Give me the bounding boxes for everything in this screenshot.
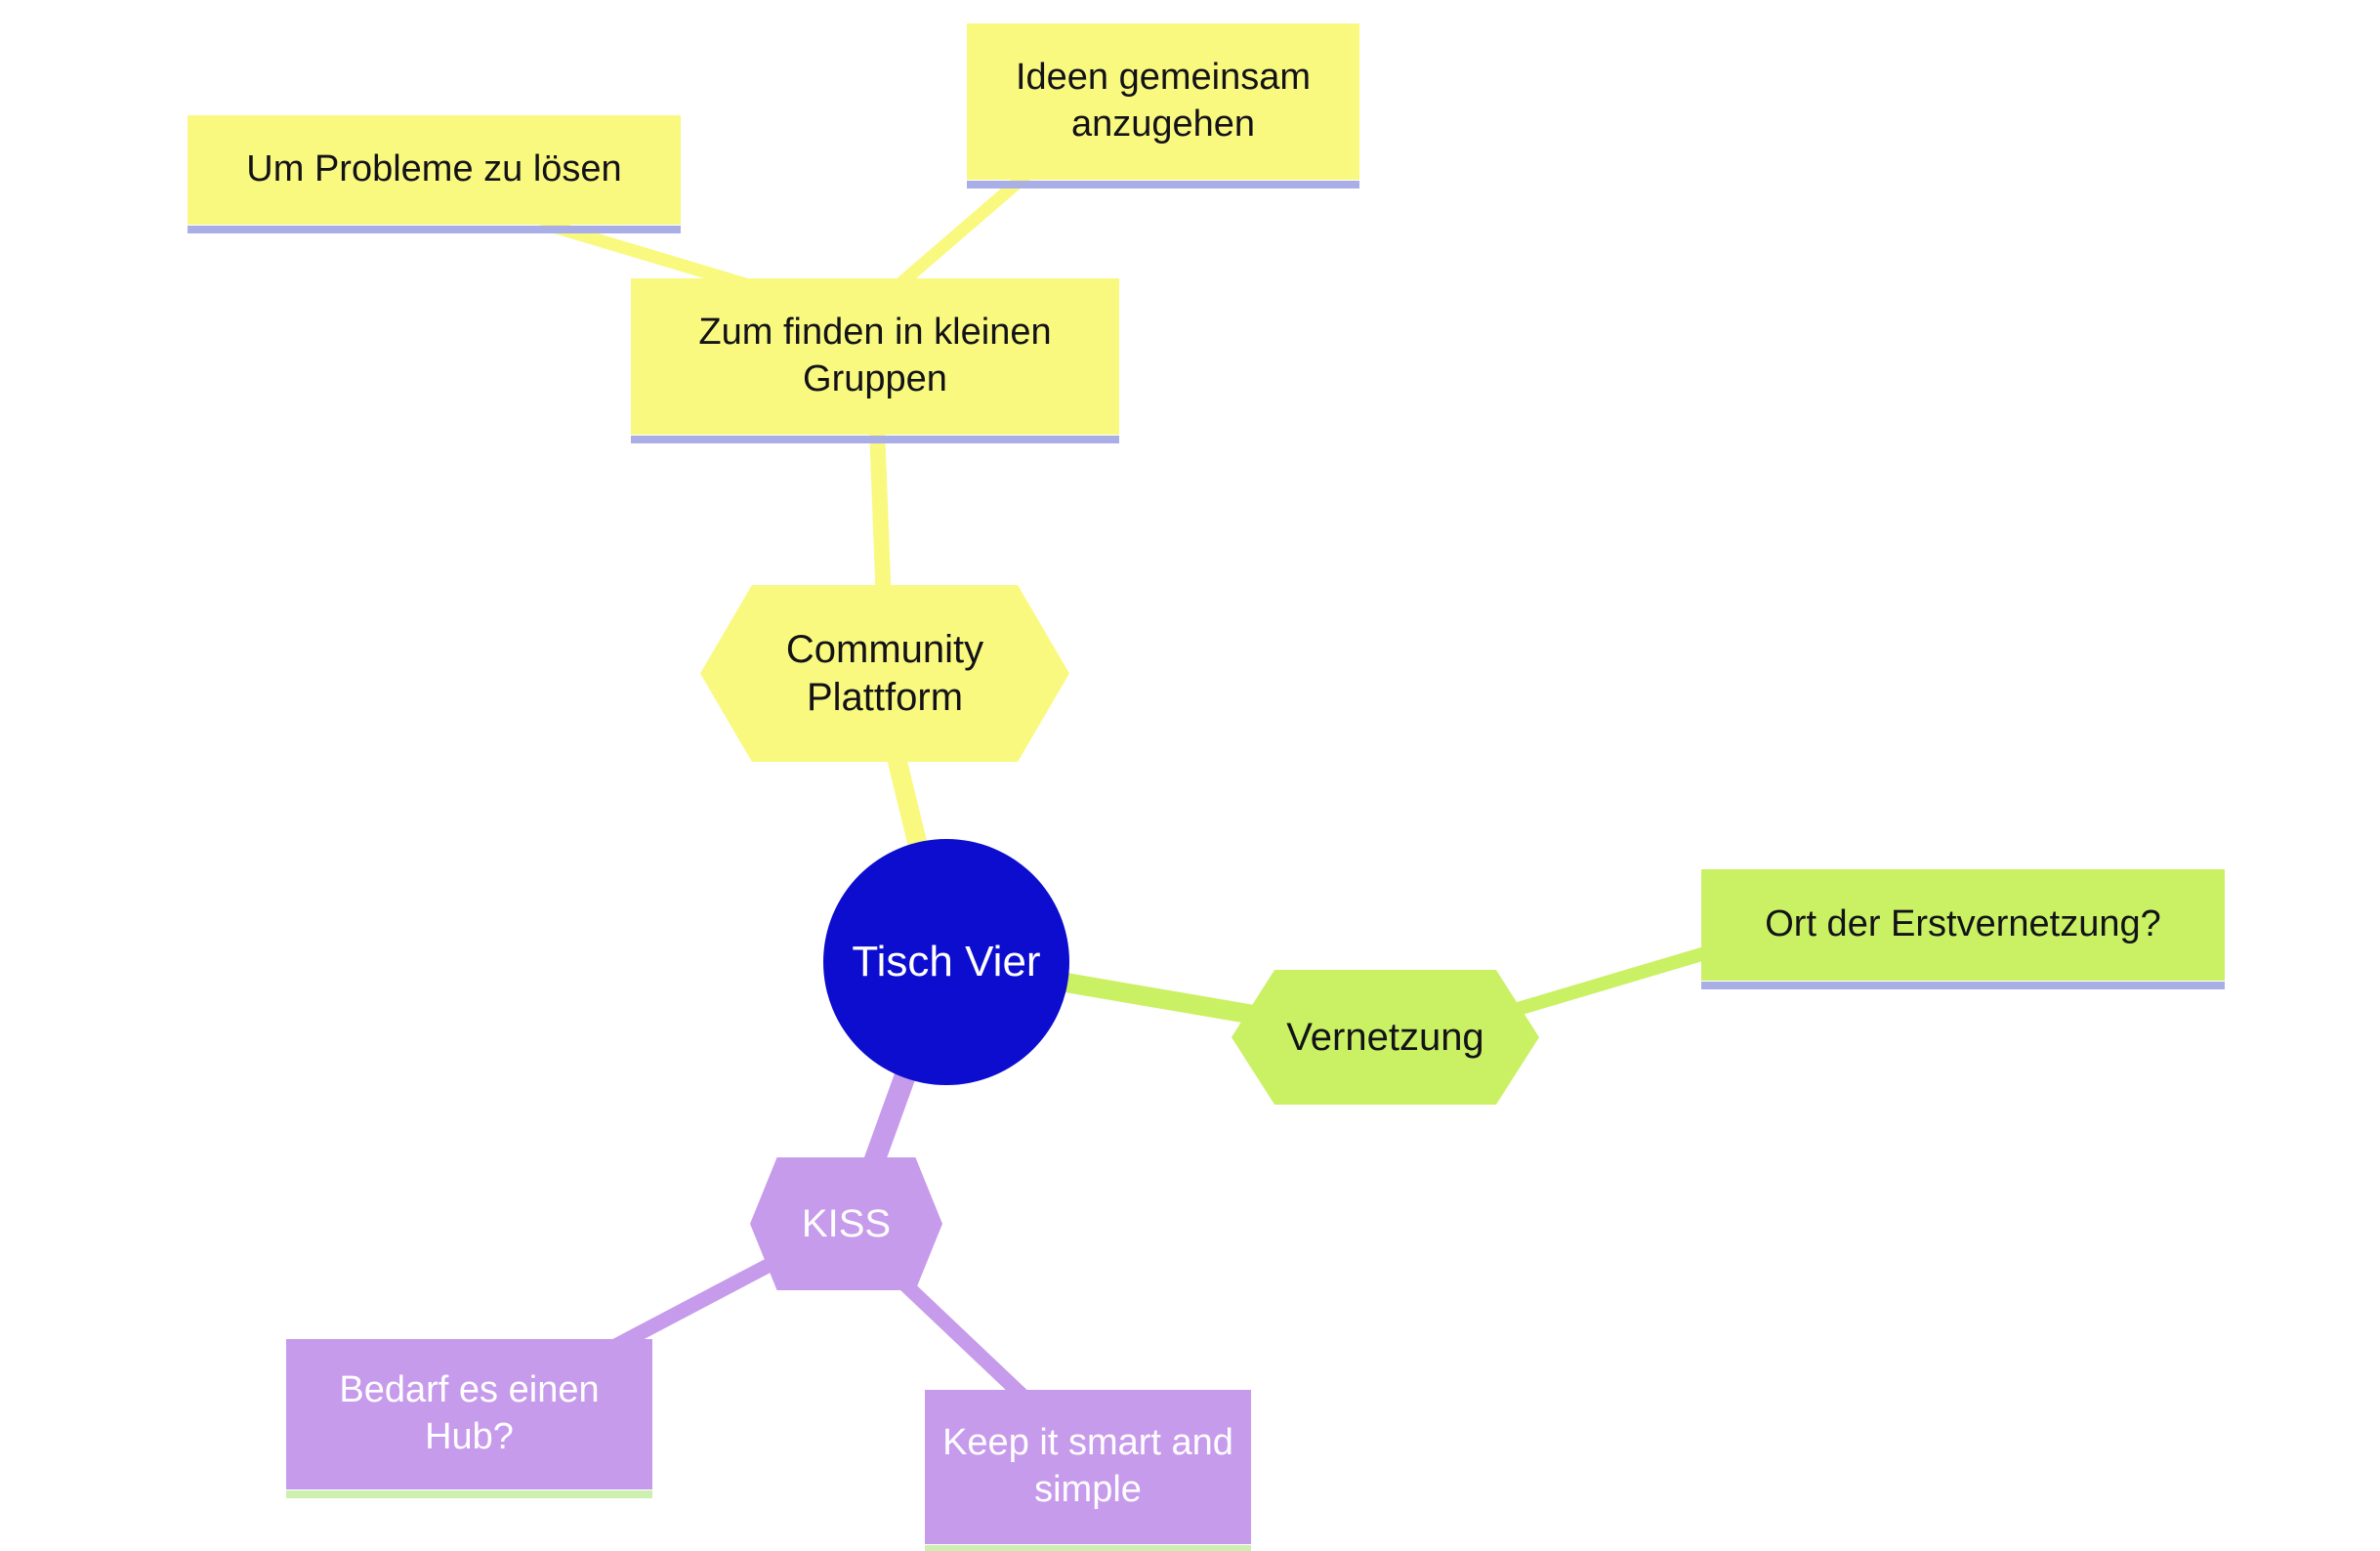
node-root-label: Tisch Vier xyxy=(852,938,1041,985)
node-community-plattform[interactable]: Community Plattform xyxy=(700,585,1069,762)
node-kiss[interactable]: KISS xyxy=(750,1157,942,1290)
node-root-tisch-vier[interactable]: Tisch Vier xyxy=(823,839,1069,1085)
node-um-probleme-label: Um Probleme zu lösen xyxy=(246,148,622,190)
node-keep-it-smart-label: Keep it smart and simple xyxy=(942,1422,1233,1510)
node-zum-finden[interactable]: Zum finden in kleinen Gruppen xyxy=(631,278,1119,443)
node-um-probleme[interactable]: Um Probleme zu lösen xyxy=(188,115,681,233)
node-kiss-label: KISS xyxy=(801,1201,892,1245)
node-vernetzung-label: Vernetzung xyxy=(1286,1015,1484,1059)
connector-ideen xyxy=(877,169,1032,305)
node-bedarf-hub-label: Bedarf es einen Hub? xyxy=(339,1369,600,1457)
node-community-plattform-label: Community Plattform xyxy=(785,627,984,719)
node-ideen[interactable]: Ideen gemeinsam anzugehen xyxy=(967,23,1359,189)
node-keep-it-smart[interactable]: Keep it smart and simple xyxy=(925,1390,1251,1551)
node-vernetzung[interactable]: Vernetzung xyxy=(1232,970,1539,1105)
node-ideen-label: Ideen gemeinsam anzugehen xyxy=(1015,57,1312,145)
node-ort-der-erstvernetzung[interactable]: Ort der Erstvernetzung? xyxy=(1701,869,2225,989)
node-zum-finden-label: Zum finden in kleinen Gruppen xyxy=(698,312,1052,399)
node-ort-der-erstvernetzung-label: Ort der Erstvernetzung? xyxy=(1765,903,2161,945)
node-bedarf-hub[interactable]: Bedarf es einen Hub? xyxy=(286,1339,652,1498)
